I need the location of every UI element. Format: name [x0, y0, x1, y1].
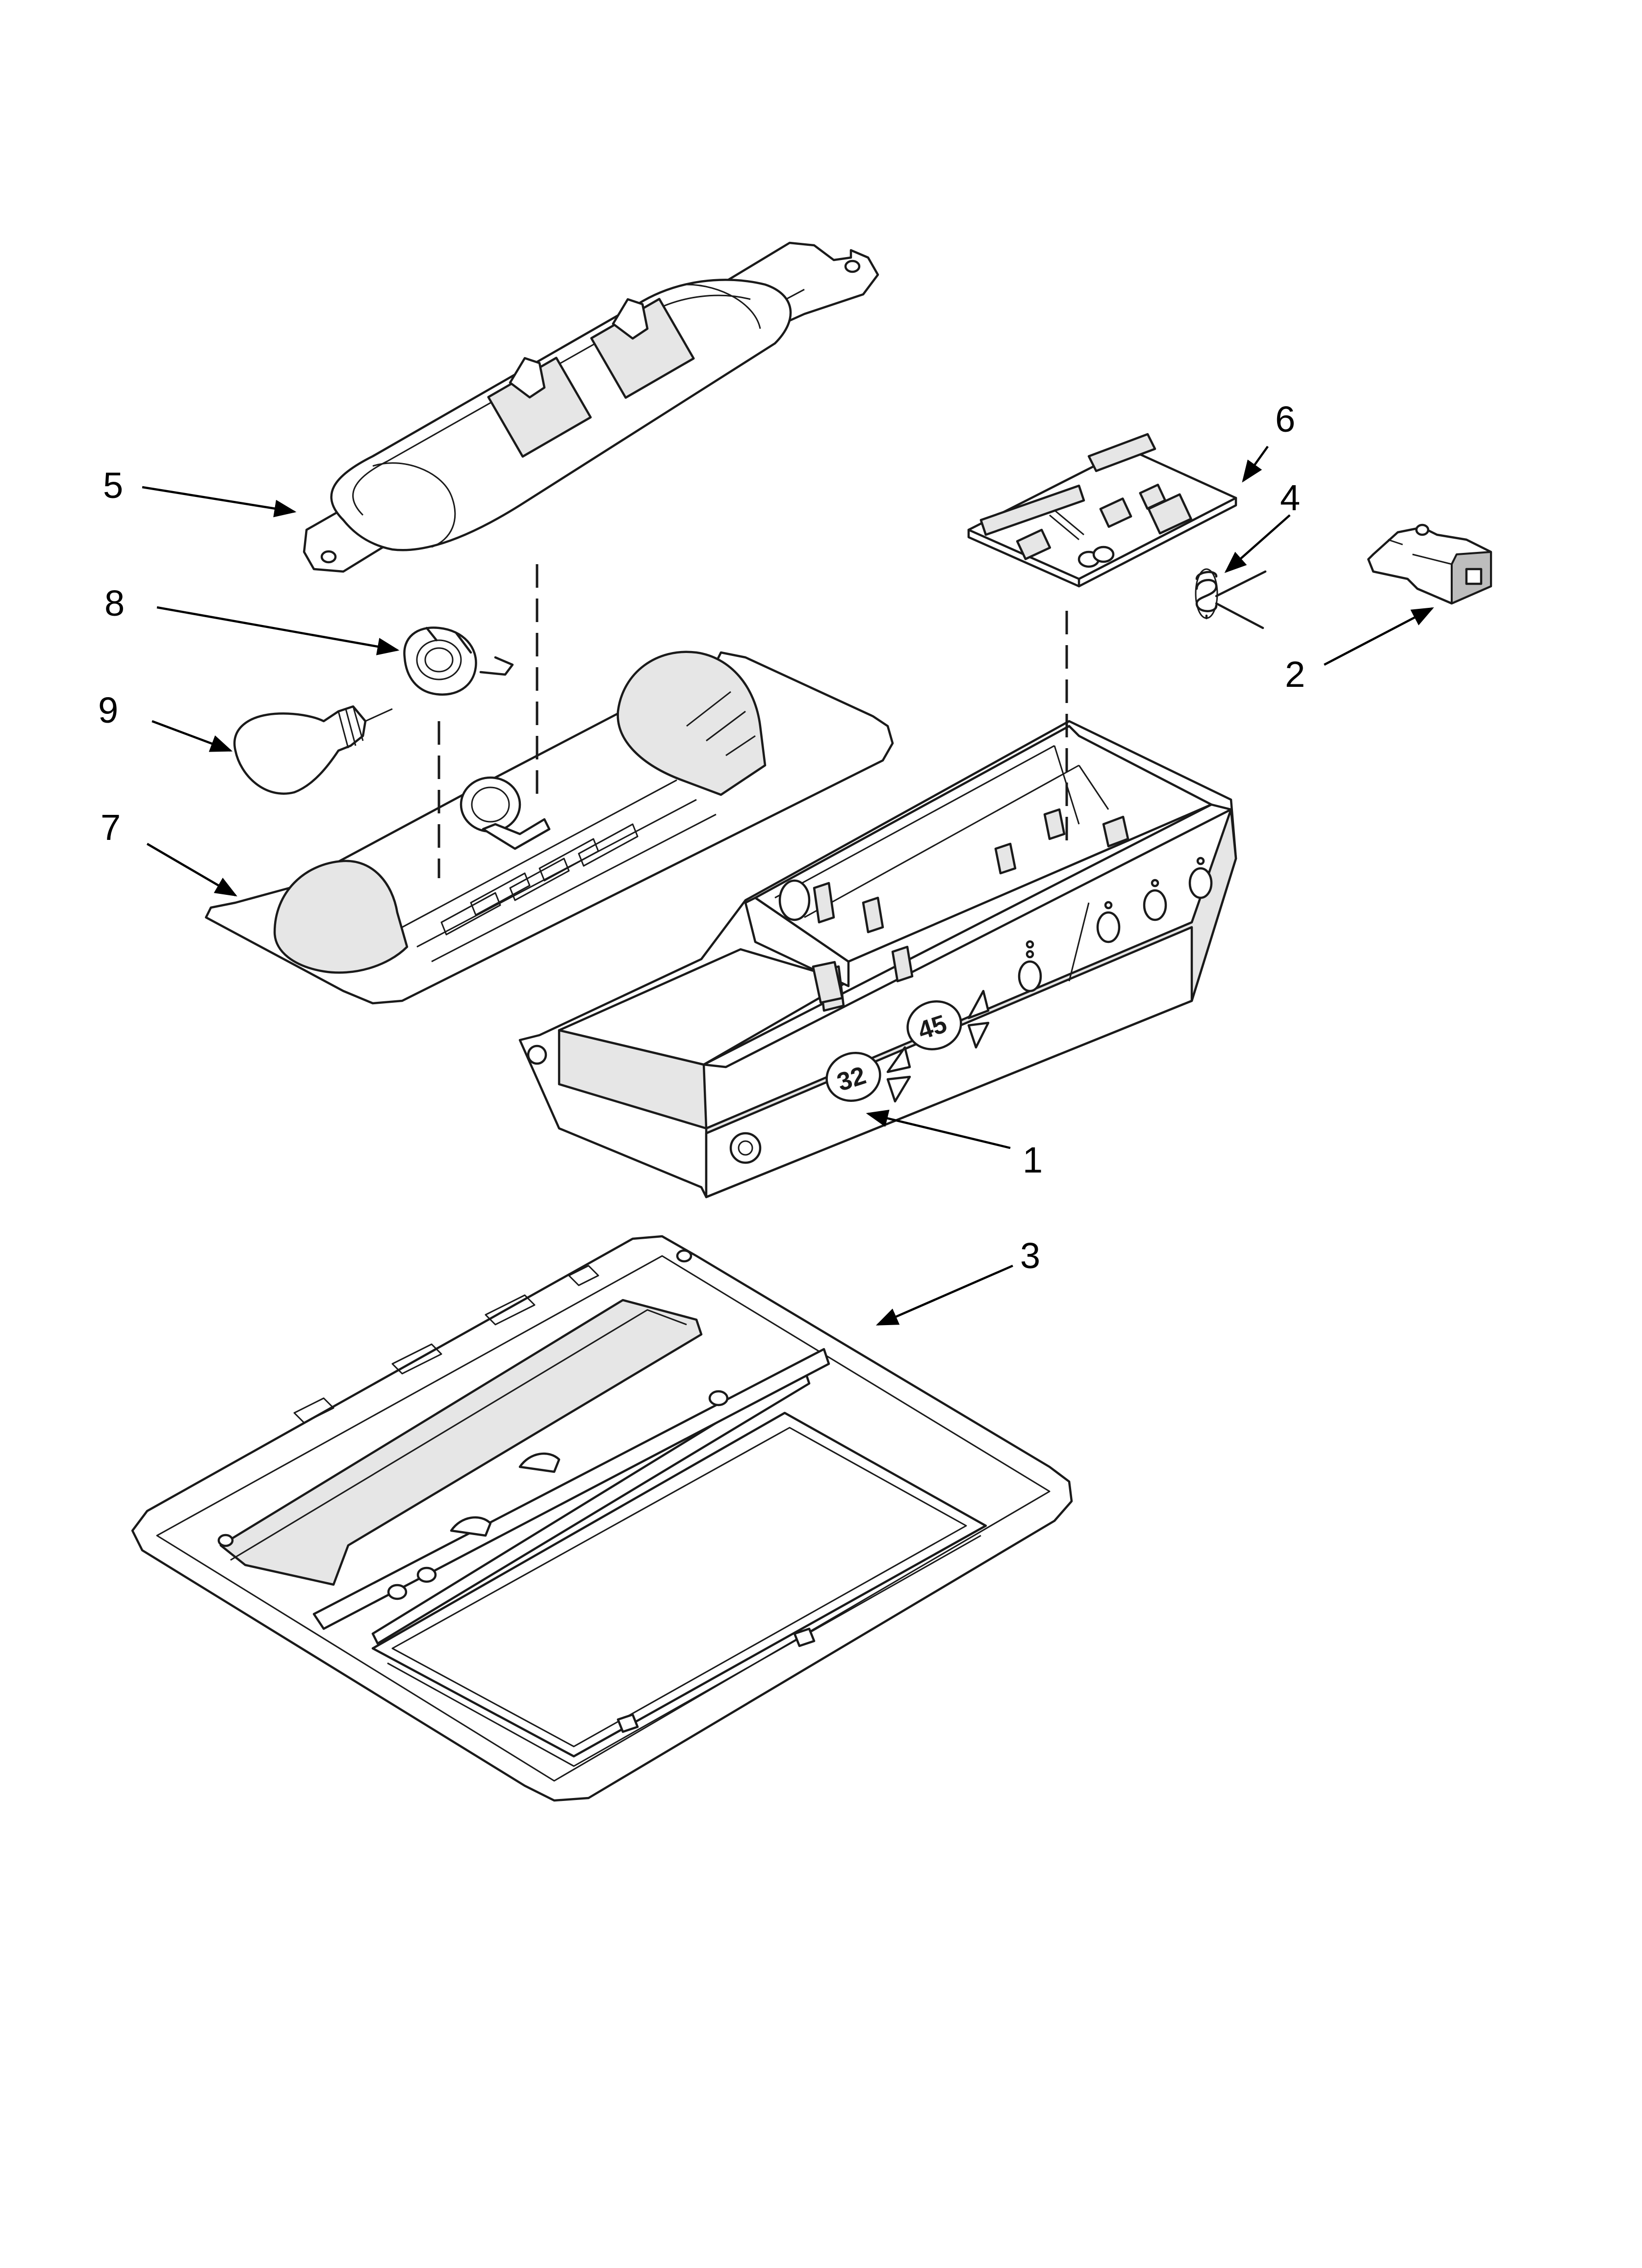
callout-5: 5: [103, 465, 123, 506]
temp-display-left: 32: [825, 1046, 911, 1103]
assembly-lines: [437, 564, 1068, 878]
part-7-lamp-tray: [205, 651, 894, 1005]
callout-1: 1: [1023, 1140, 1043, 1180]
part-3-base-frame: [131, 1235, 1073, 1802]
part-1-control-housing: 32 45: [518, 720, 1237, 1199]
callout-labels: 5 8 9 7 6 4 2 1 3: [98, 399, 1305, 1276]
callout-leaders: [142, 445, 1434, 1326]
part-2-switch: [1367, 523, 1492, 605]
callout-7: 7: [101, 807, 121, 848]
part-8-socket: [403, 626, 514, 696]
part-6-control-board: [967, 433, 1237, 588]
temp-display-right: 45: [906, 990, 990, 1050]
callout-3: 3: [1020, 1235, 1040, 1276]
part-5-light-cover: [303, 241, 879, 573]
part-9-bulb: [233, 705, 393, 795]
callout-4: 4: [1280, 477, 1300, 518]
callout-9: 9: [98, 690, 118, 730]
callout-2: 2: [1285, 654, 1305, 695]
part-4-spring: [1195, 568, 1267, 629]
callout-8: 8: [104, 583, 125, 624]
callout-6: 6: [1275, 399, 1295, 440]
